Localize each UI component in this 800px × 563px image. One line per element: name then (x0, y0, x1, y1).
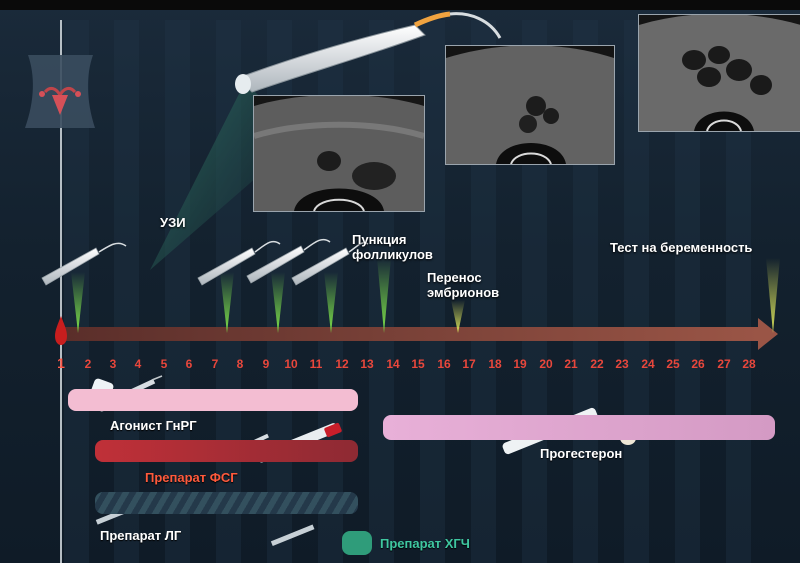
lh-bar (95, 492, 358, 514)
day-number: 8 (236, 357, 244, 371)
day-number: 2 (84, 357, 92, 371)
drop-icon (55, 316, 67, 345)
day-number: 24 (641, 357, 655, 371)
gnrh-agonist-bar (68, 389, 358, 411)
day-number: 17 (462, 357, 476, 371)
gnrh-agonist-label: Агонист ГнРГ (110, 418, 197, 433)
label-ultrasound: УЗИ (160, 215, 186, 230)
marker-day-2 (71, 272, 85, 333)
ultrasound-probe-icon (235, 11, 502, 94)
marker-day-13 (377, 258, 391, 333)
day-number: 13 (360, 357, 374, 371)
ultrasound-image-3 (638, 14, 800, 132)
progesterone-bar (383, 415, 775, 440)
day-number: 19 (513, 357, 527, 371)
ultrasound-beam (150, 82, 265, 270)
day-number: 26 (691, 357, 705, 371)
fsh-bar (95, 440, 358, 462)
day-number: 15 (411, 357, 425, 371)
uterus-icon (25, 55, 95, 128)
day-number: 6 (185, 357, 193, 371)
marker-day-9 (271, 272, 285, 333)
day-number: 3 (109, 357, 117, 371)
marker-day-11 (324, 272, 338, 333)
marker-day-16 (451, 300, 465, 333)
day-number: 4 (134, 357, 142, 371)
day-number: 10 (284, 357, 298, 371)
day-number: 7 (211, 357, 219, 371)
day-number: 12 (335, 357, 349, 371)
day-number: 28 (742, 357, 756, 371)
progesterone-label: Прогестерон (540, 446, 623, 461)
day-number: 21 (564, 357, 578, 371)
day-number: 5 (160, 357, 168, 371)
day-number: 11 (309, 357, 323, 371)
ultrasound-probe-icon (41, 238, 369, 286)
label-follicle-puncture: Пункция фолликулов (352, 232, 433, 262)
day-number: 25 (666, 357, 680, 371)
day-number: 23 (615, 357, 629, 371)
day-number: 20 (539, 357, 553, 371)
day-number: 1 (57, 355, 65, 371)
fsh-label: Препарат ФСГ (145, 470, 238, 485)
day-number: 16 (437, 357, 451, 371)
day-number: 27 (717, 357, 731, 371)
day-number: 14 (386, 357, 400, 371)
ultrasound-image-2 (445, 45, 615, 165)
day-number: 22 (590, 357, 604, 371)
hcg-badge (342, 531, 372, 555)
marker-day-7 (220, 272, 234, 333)
ultrasound-image-1 (253, 95, 425, 212)
day-number: 9 (262, 357, 270, 371)
lh-label: Препарат ЛГ (100, 528, 182, 543)
day-number: 18 (488, 357, 502, 371)
label-embryo-transfer: Перенос эмбрионов (427, 270, 500, 300)
hcg-label: Препарат ХГЧ (380, 536, 470, 551)
marker-day-28 (766, 258, 780, 333)
label-pregnancy-test: Тест на беременность (610, 240, 753, 255)
